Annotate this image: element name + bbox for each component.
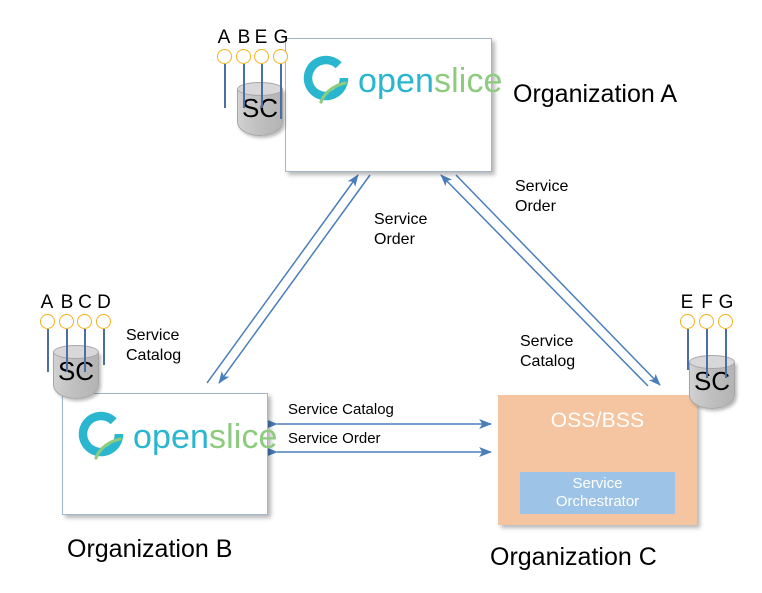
- arrow-a-to-b: [218, 174, 371, 384]
- datastore-label-c: SC: [693, 365, 731, 396]
- cylinder-top: [689, 355, 735, 369]
- catalog-item-letter-a2: B: [237, 27, 251, 48]
- catalog-item-letter-c3: G: [718, 292, 734, 313]
- cylinder-body: [237, 89, 283, 136]
- edge-label-c-to-a-order: Service Order: [515, 178, 569, 215]
- openslice-logo-b: openslice: [73, 406, 278, 467]
- edge-label-c-to-a-catalog: Service Catalog: [520, 333, 576, 370]
- service-catalog-store-c: SC: [689, 355, 735, 409]
- catalog-item-letter-b2: B: [60, 292, 74, 313]
- arrow-c-to-a: [440, 174, 649, 387]
- arrow-b-to-a: [206, 174, 359, 384]
- logo-text-open: open: [133, 417, 210, 456]
- openslice-wordmark: openslice: [133, 420, 278, 454]
- catalog-item-stem-c2: [706, 329, 708, 378]
- catalog-item-letter-a3: E: [254, 27, 268, 48]
- catalog-item-bubble-b1: [40, 314, 55, 329]
- catalog-item-bubble-c2: [699, 314, 714, 329]
- logo-text-open: open: [358, 61, 435, 100]
- catalog-item-stem-b4: [103, 329, 105, 365]
- catalog-item-letter-b4: D: [97, 292, 111, 313]
- service-catalog-store-a: SC: [237, 82, 283, 136]
- catalog-item-letter-b3: C: [78, 292, 92, 313]
- catalog-item-stem-a2: [243, 64, 245, 108]
- openslice-wordmark: openslice: [358, 64, 503, 98]
- catalog-item-bubble-b4: [96, 314, 111, 329]
- catalog-item-bubble-b2: [59, 314, 74, 329]
- cylinder-top: [237, 82, 283, 96]
- catalog-item-stem-c3: [725, 329, 727, 378]
- cylinder-top: [53, 345, 99, 359]
- catalog-item-bubble-a2: [236, 49, 251, 64]
- catalog-item-letter-c2: F: [701, 292, 713, 313]
- catalog-item-stem-a3: [261, 64, 263, 108]
- edge-label-b-to-a-order: Service Order: [374, 211, 428, 248]
- catalog-item-bubble-c1: [680, 314, 695, 329]
- organization-c-caption: Organization C: [490, 543, 657, 571]
- catalog-item-stem-b2: [66, 329, 68, 372]
- organization-b-caption: Organization B: [67, 535, 233, 563]
- catalog-item-stem-b1: [47, 329, 49, 372]
- catalog-item-bubble-b3: [77, 314, 92, 329]
- openslice-mark-icon: [73, 406, 129, 467]
- catalog-item-stem-a4: [280, 64, 282, 119]
- logo-text-slice: slice: [209, 417, 278, 456]
- service-orchestrator-label: Service Orchestrator: [555, 474, 640, 510]
- ossbss-title: OSS/BSS: [550, 409, 645, 432]
- catalog-item-bubble-c3: [718, 314, 733, 329]
- catalog-item-letter-c1: E: [680, 292, 694, 313]
- catalog-item-bubble-a1: [217, 49, 232, 64]
- arrow-a-to-c: [455, 174, 661, 386]
- service-catalog-note-b: Service Catalog: [126, 327, 182, 364]
- catalog-item-bubble-a4: [273, 49, 288, 64]
- catalog-item-stem-a1: [224, 64, 226, 108]
- catalog-item-stem-b3: [84, 329, 86, 372]
- edge-label-bc-catalog: Service Catalog: [288, 401, 394, 418]
- catalog-item-letter-a4: G: [273, 27, 289, 48]
- logo-text-slice: slice: [434, 61, 503, 100]
- cylinder-body: [53, 352, 99, 399]
- cylinder-body: [689, 362, 735, 409]
- catalog-item-bubble-a3: [254, 49, 269, 64]
- edge-label-bc-order: Service Order: [288, 430, 381, 447]
- datastore-label-a: SC: [241, 92, 279, 123]
- catalog-item-letter-b1: A: [40, 292, 54, 313]
- datastore-label-b: SC: [57, 355, 95, 386]
- openslice-logo-a: openslice: [298, 50, 503, 111]
- openslice-mark-icon: [298, 50, 354, 111]
- catalog-item-stem-c1: [687, 329, 689, 370]
- organization-a-caption: Organization A: [513, 80, 677, 108]
- catalog-item-letter-a1: A: [217, 27, 231, 48]
- service-catalog-store-b: SC: [53, 345, 99, 399]
- service-orchestrator-box[interactable]: Service Orchestrator: [520, 472, 675, 514]
